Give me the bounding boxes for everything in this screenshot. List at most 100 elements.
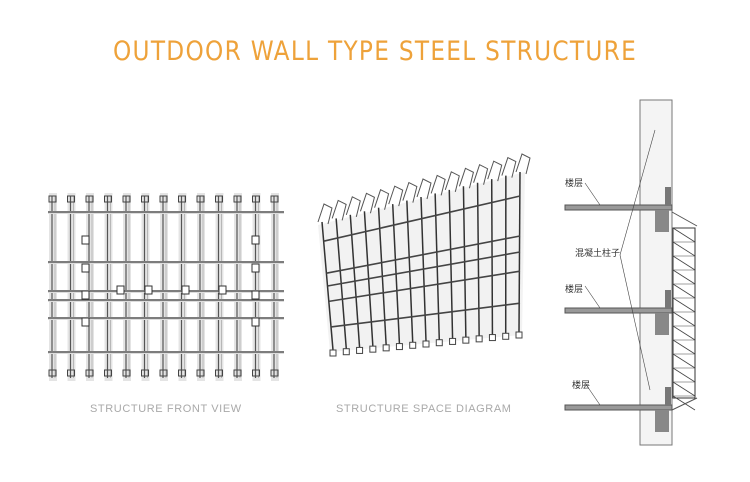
top-bracket xyxy=(252,195,260,203)
top-truss xyxy=(402,181,418,203)
bottom-bracket xyxy=(85,369,94,377)
leader-line xyxy=(584,182,601,206)
bottom-bracket xyxy=(159,369,168,377)
truss-diagonal xyxy=(672,227,696,243)
connector-plate xyxy=(81,263,90,273)
top-bracket xyxy=(270,195,279,203)
bottom-bracket xyxy=(382,344,390,352)
bottom-bracket xyxy=(462,336,470,344)
top-bracket xyxy=(67,195,75,203)
top-truss xyxy=(430,174,446,196)
bottom-bracket xyxy=(409,341,417,349)
top-bracket xyxy=(233,195,242,203)
leader-line xyxy=(584,382,601,406)
top-truss xyxy=(388,185,404,207)
top-truss xyxy=(487,160,503,182)
connector-plate xyxy=(181,285,190,295)
connector-plate xyxy=(251,290,260,300)
post-shadow xyxy=(86,193,94,381)
bottom-bracket xyxy=(488,334,496,342)
tie-rod xyxy=(671,397,698,411)
bottom-bracket xyxy=(104,369,112,377)
top-truss xyxy=(515,153,531,175)
truss-diagonal xyxy=(672,339,696,355)
page-title: OUTDOOR WALL TYPE STEEL STRUCTURE xyxy=(112,36,638,67)
bottom-bracket xyxy=(48,369,57,377)
truss-diagonal xyxy=(672,395,696,411)
bottom-bracket xyxy=(515,331,523,339)
top-truss xyxy=(501,156,517,178)
truss-diagonal xyxy=(672,311,696,327)
truss-diagonal xyxy=(672,269,696,285)
top-truss xyxy=(473,164,489,185)
truss-diagonal xyxy=(672,367,696,383)
label-floor-3: 楼层 xyxy=(572,381,591,391)
bottom-bracket xyxy=(215,369,223,377)
post-shadow xyxy=(197,193,205,381)
top-bracket xyxy=(48,195,57,203)
horizontal-member xyxy=(328,270,521,303)
bottom-bracket xyxy=(178,369,186,377)
bottom-bracket xyxy=(449,337,457,345)
embedded-plate xyxy=(665,387,671,405)
horizontal-member xyxy=(330,302,521,328)
floor-slab xyxy=(564,307,673,314)
concrete-beam xyxy=(655,210,669,232)
top-truss xyxy=(458,167,475,189)
top-bracket xyxy=(215,195,223,203)
bottom-bracket xyxy=(329,349,337,357)
connector-plate xyxy=(116,285,125,295)
caption-front-view: STRUCTURE FRONT VIEW xyxy=(90,403,242,415)
bottom-bracket xyxy=(196,369,205,377)
top-truss xyxy=(416,178,432,200)
bottom-bracket xyxy=(342,348,350,356)
truss-diagonal xyxy=(672,255,696,271)
truss-diagonal xyxy=(672,381,696,397)
bottom-bracket xyxy=(369,345,377,353)
connector-plate xyxy=(218,285,227,295)
concrete-beam xyxy=(655,410,669,432)
post-shadow xyxy=(234,193,242,381)
floor-slab xyxy=(564,204,673,211)
connector-plate xyxy=(251,235,260,245)
connector-plate xyxy=(144,285,153,295)
horizontal-member xyxy=(323,195,521,242)
bottom-bracket xyxy=(141,369,149,377)
post-shadow xyxy=(252,193,261,381)
post-shadow xyxy=(49,193,57,381)
top-bracket xyxy=(159,195,168,203)
truss-diagonal xyxy=(672,325,696,341)
top-truss xyxy=(444,171,460,192)
post-shadow xyxy=(271,193,279,381)
leader-line xyxy=(619,129,656,256)
bottom-bracket xyxy=(67,369,75,377)
top-bracket xyxy=(141,195,149,203)
post-shadow xyxy=(123,193,131,381)
connector-plate xyxy=(81,290,90,300)
leader-line xyxy=(584,285,601,309)
truss-diagonal xyxy=(672,297,696,313)
bottom-bracket xyxy=(356,346,364,354)
bottom-bracket xyxy=(475,335,483,343)
label-concrete-column: 混凝土柱子 xyxy=(575,249,621,259)
connector-plate xyxy=(81,317,90,327)
connector-plate xyxy=(251,317,260,327)
connector-plate xyxy=(81,235,90,245)
top-truss xyxy=(359,192,376,214)
floor-slab xyxy=(564,404,673,411)
horizontal-member xyxy=(327,251,521,287)
label-floor-2: 楼层 xyxy=(565,285,584,295)
connector-plate xyxy=(251,263,260,273)
top-bracket xyxy=(85,195,94,203)
bottom-bracket xyxy=(395,343,403,351)
leader-line xyxy=(619,254,651,391)
horizontal-member xyxy=(326,235,521,274)
bottom-bracket xyxy=(435,339,443,347)
truss-diagonal xyxy=(672,241,696,257)
caption-space-diagram: STRUCTURE SPACE DIAGRAM xyxy=(336,403,512,415)
top-bracket xyxy=(104,195,112,203)
bottom-bracket xyxy=(252,369,260,377)
